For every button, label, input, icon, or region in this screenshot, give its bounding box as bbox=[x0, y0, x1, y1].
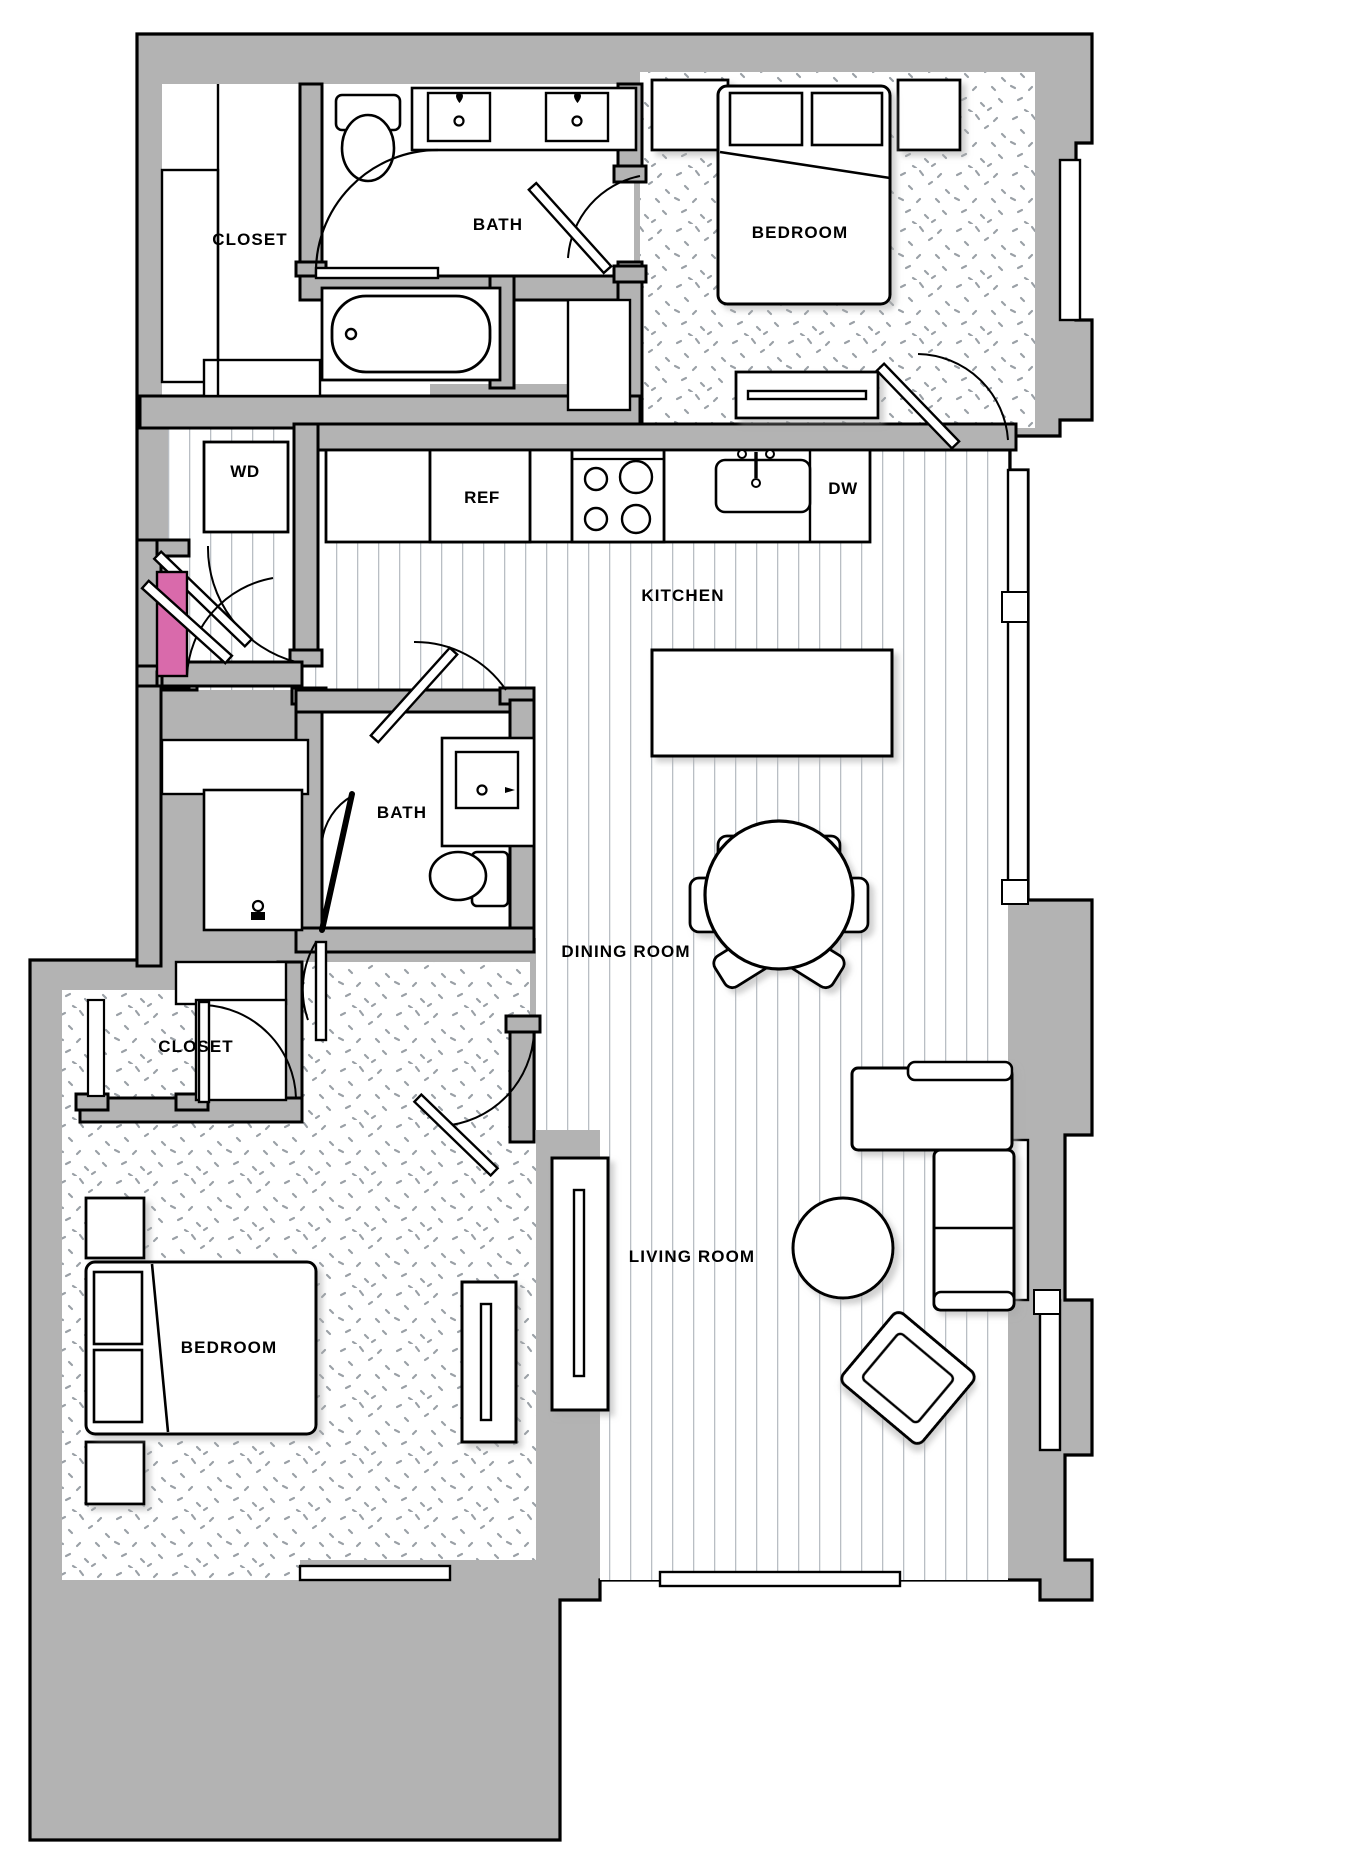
window-bottom-2 bbox=[298, 1564, 452, 1582]
wall-bath-bot-south bbox=[294, 926, 536, 954]
jamb-bed-top-a bbox=[612, 164, 648, 184]
hall-closet-shelf-a bbox=[160, 738, 310, 796]
label-closet-bottom: CLOSET bbox=[158, 1037, 234, 1056]
jamb-bathbot-c bbox=[504, 1014, 542, 1034]
label-kitchen: KITCHEN bbox=[641, 586, 724, 605]
wall-hall-left bbox=[135, 684, 163, 968]
closet-top-shelf-b bbox=[202, 358, 322, 398]
sectional-sofa bbox=[850, 1060, 1016, 1312]
toilet-top bbox=[334, 93, 402, 183]
door-closet-bottom bbox=[197, 1000, 297, 1104]
door-bedroom-top-right bbox=[875, 353, 1009, 451]
door-bedroom-top bbox=[527, 175, 641, 275]
label-bedroom-bottom: BEDROOM bbox=[181, 1338, 277, 1357]
cooktop-4-burner bbox=[570, 448, 666, 544]
door-hall-closet bbox=[301, 940, 328, 1042]
kitchen-fixtures bbox=[324, 448, 894, 758]
entry-door-leaf bbox=[140, 579, 234, 665]
jamb-bed-top-b bbox=[612, 264, 648, 284]
closet-bot-shelf-left bbox=[86, 998, 106, 1098]
window-bottom-1 bbox=[658, 1570, 902, 1588]
door-shower bbox=[319, 791, 355, 933]
console-table bbox=[550, 1156, 610, 1412]
label-ref: REF bbox=[464, 488, 500, 507]
jamb-entry-top bbox=[155, 538, 191, 558]
door-bath-bottom bbox=[369, 640, 507, 744]
refrigerator bbox=[428, 448, 532, 544]
bed-bottom bbox=[84, 1260, 318, 1436]
round-coffee-table bbox=[791, 1196, 895, 1300]
closet-bot-shelf-top bbox=[174, 960, 288, 1006]
linen-cabinet bbox=[566, 298, 632, 412]
laundry bbox=[160, 440, 310, 796]
wall-wd-right bbox=[292, 422, 320, 664]
door-bedroom-bottom bbox=[412, 1031, 535, 1178]
window-mullion-a bbox=[1001, 591, 1029, 623]
window-right-top bbox=[1058, 158, 1082, 322]
bath-top-fixtures bbox=[160, 84, 638, 412]
label-wd: WD bbox=[230, 462, 260, 481]
label-bath-bottom: BATH bbox=[377, 803, 427, 822]
kitchen-sink bbox=[714, 449, 812, 514]
window-mullion-b bbox=[1001, 879, 1029, 905]
bedroom-top-furniture bbox=[650, 78, 962, 420]
closet-top-shelf-a bbox=[160, 168, 220, 384]
label-bedroom-top: BEDROOM bbox=[752, 223, 848, 242]
window-right-3 bbox=[1038, 1298, 1062, 1452]
nightstand-top-right bbox=[896, 78, 962, 152]
room-labels: CLOSET BATH BEDROOM WD REF DW KITCHEN BA… bbox=[158, 215, 858, 1357]
label-living-room: LIVING ROOM bbox=[629, 1247, 755, 1266]
label-closet-top: CLOSET bbox=[212, 230, 288, 249]
window-mullion-c bbox=[1033, 1289, 1061, 1315]
bedroom-bottom-furniture bbox=[84, 960, 318, 1506]
nightstand-bot-a bbox=[84, 1196, 146, 1260]
entry-door-swing bbox=[186, 577, 274, 677]
dresser-top bbox=[734, 370, 880, 420]
nightstand-bot-b bbox=[84, 1440, 146, 1506]
label-dw: DW bbox=[828, 479, 858, 498]
washer-dryer bbox=[202, 440, 290, 534]
living-furniture bbox=[460, 1060, 1016, 1445]
shower-bottom bbox=[202, 788, 304, 932]
media-console bbox=[460, 1280, 518, 1444]
bathroom-sink-right bbox=[544, 91, 610, 143]
bed-top bbox=[716, 84, 892, 306]
bathtub-top bbox=[320, 286, 502, 382]
window-right-1 bbox=[1006, 468, 1030, 902]
vanity-bottom bbox=[440, 736, 536, 848]
bath-bottom-fixtures bbox=[202, 736, 536, 932]
wall-kitchen-north bbox=[314, 422, 1018, 452]
bathroom-sink-left bbox=[426, 91, 492, 143]
entry-door bbox=[140, 570, 274, 678]
door-bath-top bbox=[314, 148, 440, 280]
doors bbox=[140, 148, 1009, 1178]
closet-bot-shelf-right bbox=[194, 998, 288, 1102]
toilet-bottom bbox=[428, 850, 510, 908]
round-dining-table bbox=[703, 819, 855, 971]
kitchen-island bbox=[650, 648, 894, 758]
dining-furniture bbox=[688, 819, 870, 990]
label-dining-room: DINING ROOM bbox=[561, 942, 690, 961]
armchair bbox=[840, 1311, 976, 1445]
label-bath-top: BATH bbox=[473, 215, 523, 234]
